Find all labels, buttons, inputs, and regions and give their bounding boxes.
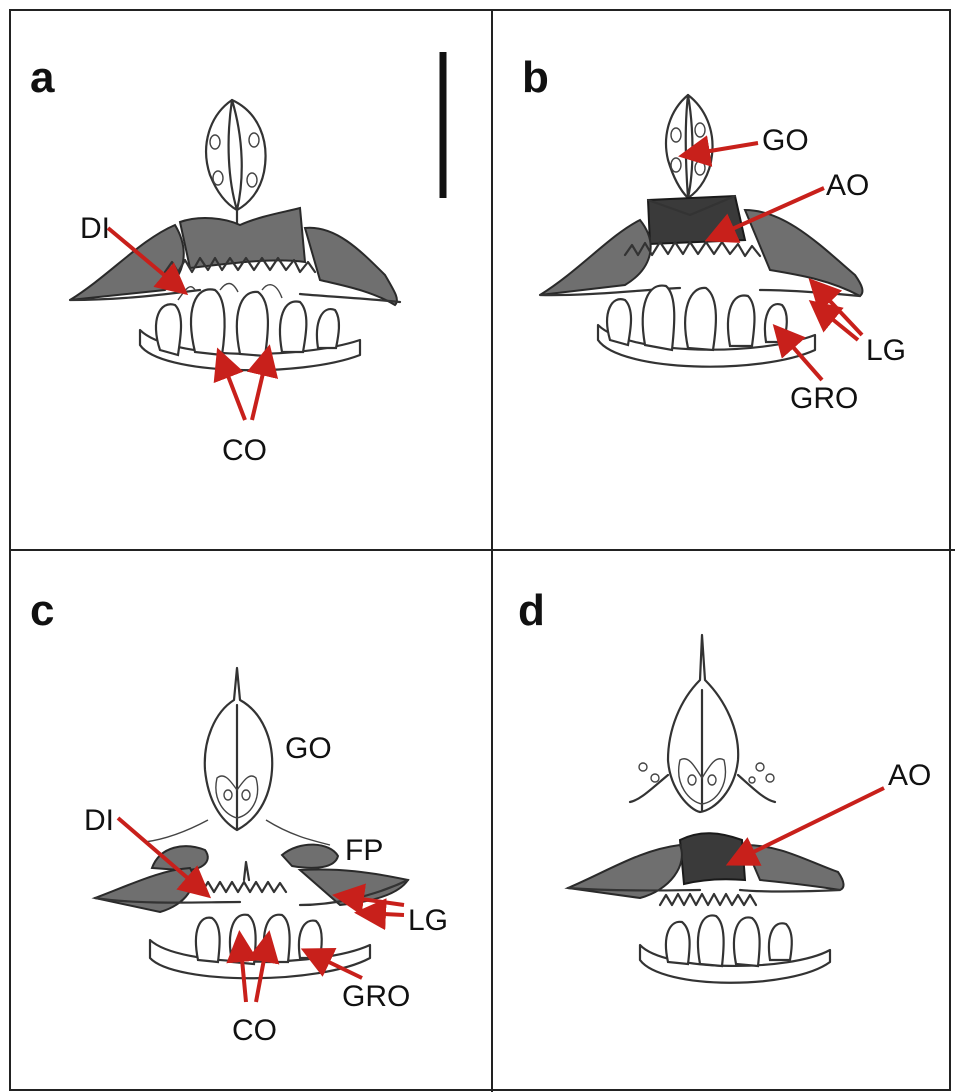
label-di-a: DI [80,212,110,245]
panel-d: d AO [518,586,931,983]
label-gro-c: GRO [342,980,410,1013]
label-co-c: CO [232,1014,277,1047]
label-co-a: CO [222,434,267,467]
arrow-co-a-2 [252,352,268,420]
label-lg-b: LG [866,334,906,367]
arrow-co-a-1 [220,355,245,420]
arrow-ao-d [733,788,884,862]
label-fp-c: FP [345,834,383,867]
label-go-b: GO [762,124,809,157]
panel-a: a DI CO [30,52,443,467]
panel-b: b GO AO LG [522,53,906,415]
label-lg-c: LG [408,904,448,937]
panel-letter-c: c [30,586,54,635]
panel-letter-a: a [30,53,55,102]
label-go-c: GO [285,732,332,765]
label-ao-b: AO [826,169,869,202]
arrow-lg-c-2 [362,913,404,915]
panel-letter-d: d [518,586,545,635]
flower-drawing-d [568,635,844,983]
panel-grid [10,10,955,1092]
label-di-c: DI [84,804,114,837]
label-ao-d: AO [888,759,931,792]
label-gro-b: GRO [790,382,858,415]
panel-c: c GO DI FP LG [30,586,448,1047]
panel-letter-b: b [522,53,549,102]
arrow-co-c-2 [256,938,268,1002]
flower-drawing-b [540,95,862,367]
arrow-go-b [686,143,758,155]
flower-drawing-c [95,668,408,978]
